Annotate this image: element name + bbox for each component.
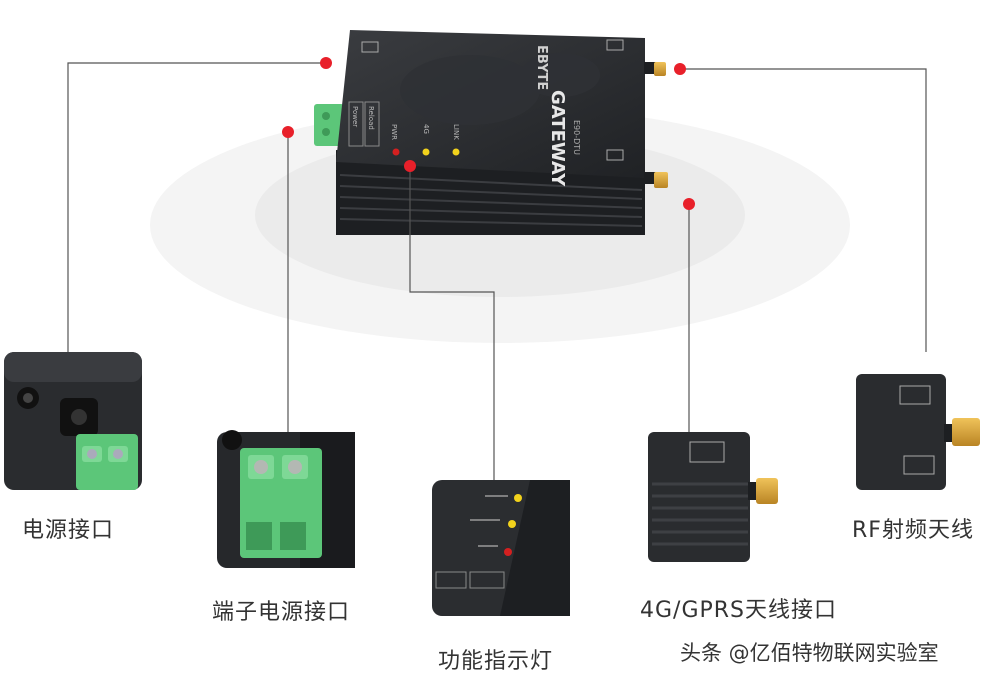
leader-lines <box>67 62 927 480</box>
leader-power <box>67 62 326 355</box>
markers <box>282 57 695 210</box>
leader-led <box>409 166 495 480</box>
device-submodel: E90-DTU <box>572 120 581 155</box>
label-indicator-lights: 功能指示灯 <box>438 649 554 674</box>
port-label-power: Power <box>351 106 359 127</box>
label-4g-antenna: 4G/GPRS天线接口 <box>640 598 838 623</box>
terminal-connector <box>314 104 344 146</box>
led-pwr <box>392 148 400 156</box>
detail-terminal <box>217 430 355 568</box>
label-power-port: 电源接口 <box>22 518 115 543</box>
marker-led <box>404 160 416 172</box>
cooling-fins <box>339 174 643 227</box>
led-label-pwr: PWR <box>390 124 398 140</box>
detail-power-port <box>4 352 142 490</box>
led-4g <box>422 148 430 156</box>
rf-sma-connector <box>644 62 666 76</box>
detail-led <box>432 480 570 616</box>
led-label-link: LINK <box>452 124 460 140</box>
device-model: GATEWAY <box>547 90 568 187</box>
detail-4g-antenna <box>648 432 782 562</box>
device-brand: EBYTE <box>534 45 549 90</box>
port-label-reload: Reload <box>367 106 375 130</box>
led-label-4g: 4G <box>422 124 430 134</box>
label-terminal-port: 端子电源接口 <box>212 600 351 625</box>
marker-rf <box>674 63 686 75</box>
label-rf-antenna: RF射频天线 <box>852 518 974 543</box>
marker-power <box>320 57 332 69</box>
watermark: 头条 @亿佰特物联网实验室 <box>680 641 939 665</box>
led-link <box>452 148 460 156</box>
gateway-device: EBYTE GATEWAY E90-DTU Power Reload PWR 4… <box>314 30 668 235</box>
leader-rf <box>680 68 927 352</box>
marker-terminal <box>282 126 294 138</box>
4g-sma-connector <box>644 172 668 188</box>
detail-rf-antenna <box>856 352 996 490</box>
marker-4g <box>683 198 695 210</box>
